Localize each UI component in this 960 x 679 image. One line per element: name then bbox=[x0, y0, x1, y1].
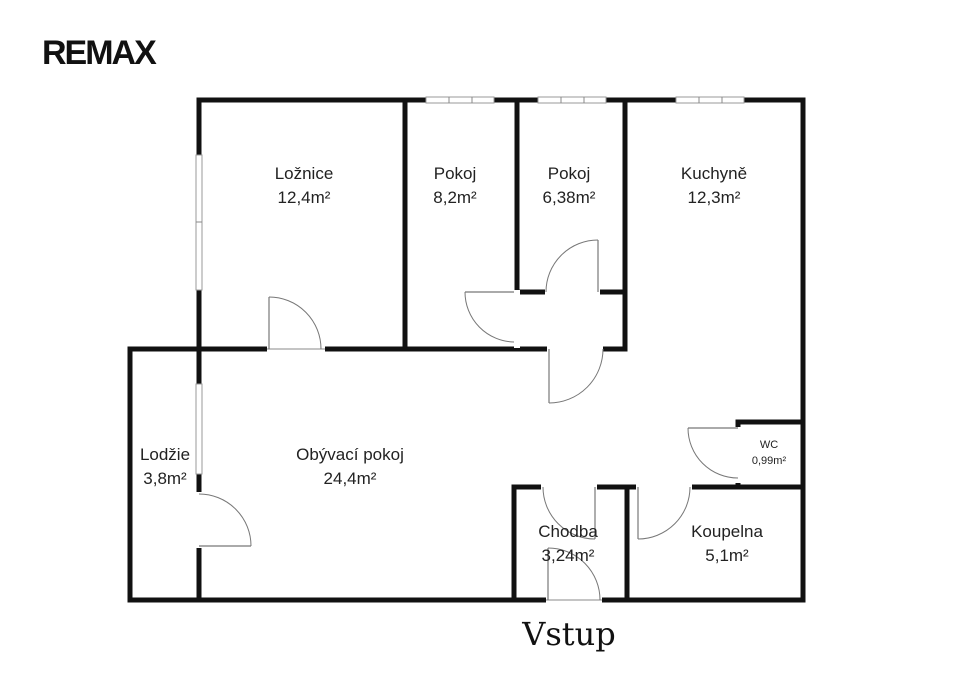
room-area-chodba: 3,24m² bbox=[542, 546, 595, 565]
room-name-lodzie: Lodžie bbox=[140, 445, 190, 464]
remax-logo: REMAX bbox=[42, 34, 157, 72]
room-area-obyvaci-pokoj: 24,4m² bbox=[324, 469, 377, 488]
room-area-pokoj-2: 6,38m² bbox=[543, 188, 596, 207]
room-name-loznice: Ložnice bbox=[275, 164, 334, 183]
doors bbox=[196, 239, 741, 603]
windows bbox=[195, 96, 745, 475]
room-area-kuchyne: 12,3m² bbox=[688, 188, 741, 207]
room-area-loznice: 12,4m² bbox=[278, 188, 331, 207]
room-name-wc: WC bbox=[760, 439, 778, 451]
room-name-obyvaci-pokoj: Obývací pokoj bbox=[296, 445, 404, 464]
room-area-wc: 0,99m² bbox=[752, 455, 787, 467]
room-name-chodba: Chodba bbox=[538, 522, 598, 541]
room-name-koupelna: Koupelna bbox=[691, 522, 763, 541]
room-area-pokoj-1: 8,2m² bbox=[433, 188, 477, 207]
room-labels: Ložnice 12,4m² Pokoj 8,2m² Pokoj 6,38m² … bbox=[140, 164, 787, 565]
room-name-kuchyne: Kuchyně bbox=[681, 164, 747, 183]
room-area-koupelna: 5,1m² bbox=[705, 546, 749, 565]
room-name-pokoj-1: Pokoj bbox=[434, 164, 477, 183]
room-area-lodzie: 3,8m² bbox=[143, 469, 187, 488]
room-name-pokoj-2: Pokoj bbox=[548, 164, 591, 183]
entrance-label: Vstup bbox=[521, 615, 615, 653]
